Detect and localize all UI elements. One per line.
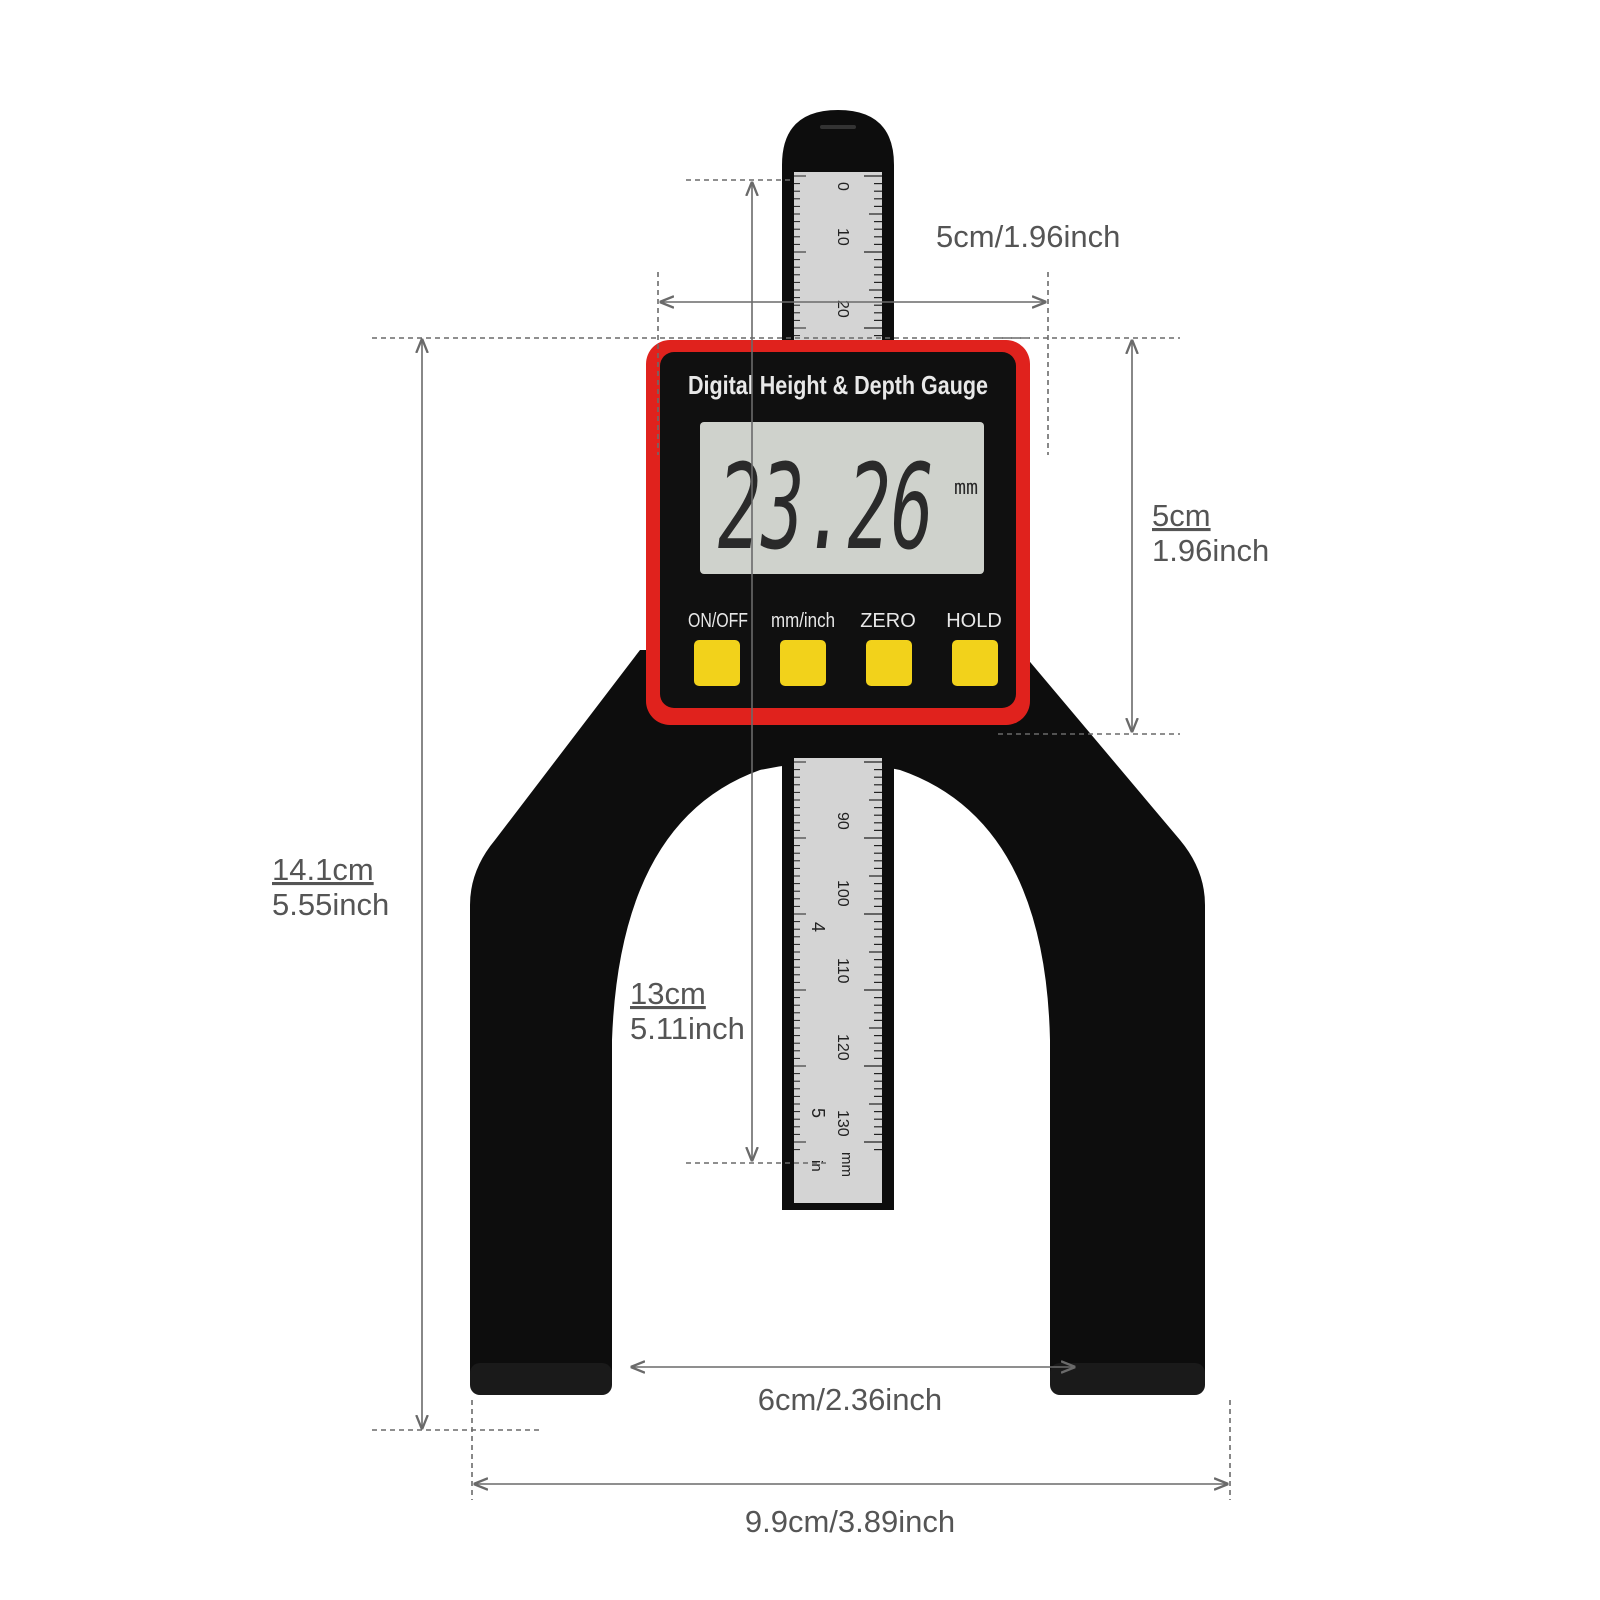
ruler-ticks-bottom [794,761,882,1151]
ruler-ticks-top [794,175,882,337]
dim-total-height-in: 5.55inch [272,887,389,922]
dim-inner-width: 6cm/2.36inch [758,1382,942,1417]
ruler-inch-4: 4 [808,922,828,932]
ruler-label-90: 90 [834,812,851,830]
ruler-label-100: 100 [834,880,851,907]
hold-button[interactable] [952,640,998,686]
ruler-label-120: 120 [834,1034,851,1061]
button-label-onoff: ON/OFF [688,610,748,632]
right-foot [1050,1363,1205,1395]
ruler-inch-5: 5 [808,1108,828,1118]
left-foot [470,1363,612,1395]
ruler-scale-top [794,172,882,342]
gauge-title: Digital Height & Depth Gauge [688,370,988,400]
ruler-label-10: 10 [834,228,851,246]
zero-button[interactable] [866,640,912,686]
dim-total-width: 9.9cm/3.89inch [745,1504,955,1539]
dim-head-height-cm: 5cm [1152,498,1211,533]
lcd-display [700,422,984,574]
dimension-lines [372,179,1231,1500]
button-label-hold: HOLD [946,610,1002,632]
lcd-unit: mm [954,475,978,499]
dim-ruler-length-in: 5.11inch [630,1011,745,1046]
ruler-scale-bottom [794,758,882,1203]
lcd-value: 23.26 [718,438,934,576]
onoff-button[interactable] [694,640,740,686]
ruler-label-0: 0 [834,182,851,191]
dim-top-width: 5cm/1.96inch [936,219,1120,254]
dim-total-height-cm: 14.1cm [272,852,374,887]
ruler-label-110: 110 [834,958,851,984]
dim-ruler-length-cm: 13cm [630,976,706,1011]
ruler-unit-mm: mm [838,1152,855,1177]
ruler-label-130: 130 [834,1110,851,1137]
dim-head-height-in: 1.96inch [1152,533,1269,568]
mminch-button[interactable] [780,640,826,686]
button-label-zero: ZERO [860,610,916,632]
ruler-unit-in: in [808,1160,825,1172]
button-label-mminch: mm/inch [771,610,835,632]
gauge-base [470,650,1205,1385]
